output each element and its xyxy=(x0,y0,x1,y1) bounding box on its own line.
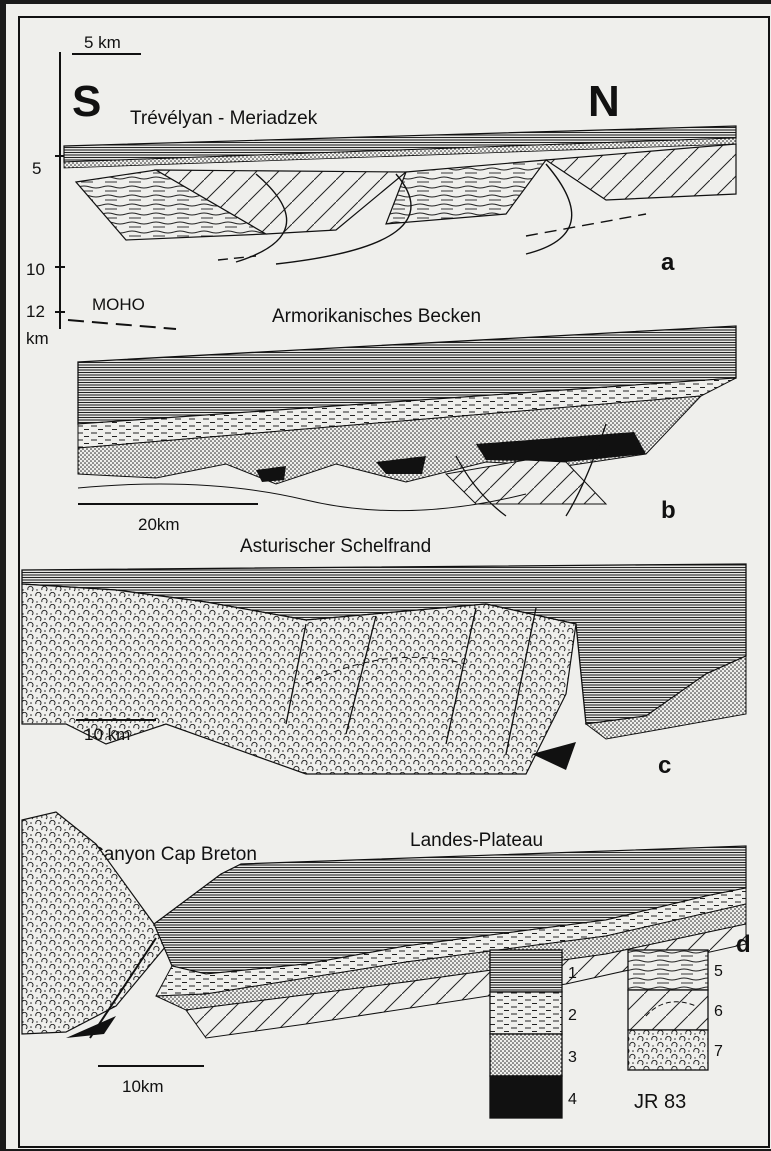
legend-key-2: 2 xyxy=(568,1007,577,1024)
legend-swatch-3 xyxy=(490,1034,562,1076)
scale-label-d: 10km xyxy=(122,1077,164,1096)
legend-swatch-6 xyxy=(628,990,708,1030)
panel-b-title: Armorikanisches Becken xyxy=(272,306,481,327)
panel-c-title: Asturischer Schelfrand xyxy=(240,536,431,557)
panel-c-letter: c xyxy=(658,752,671,779)
legend-key-5: 5 xyxy=(714,963,723,980)
legend-swatch-5 xyxy=(628,950,708,990)
legend-swatch-4 xyxy=(490,1076,562,1118)
legend-key-3: 3 xyxy=(568,1049,577,1066)
panel-d-subtitle: Canyon Cap Breton xyxy=(90,844,257,865)
depth-tick-5: 5 xyxy=(32,159,41,178)
scale-label-a: 5 km xyxy=(84,33,121,52)
panel-c: Asturischer Schelfrand 10 km c xyxy=(22,536,746,779)
legend-swatch-7 xyxy=(628,1030,708,1070)
south-label: S xyxy=(72,77,101,126)
north-label: N xyxy=(588,77,620,126)
panel-b: Armorikanisches Becken 20km b xyxy=(78,306,736,534)
panel-a-title: Trévélyan - Meriadzek xyxy=(130,108,318,129)
depth-tick-10: 10 xyxy=(26,260,45,279)
scale-label-c: 10 km xyxy=(84,725,130,744)
figure-page: 5 km 5 10 12 km S N Trévélyan - Meriadze… xyxy=(6,4,771,1149)
panel-d-title: Landes-Plateau xyxy=(410,830,543,851)
legend-key-6: 6 xyxy=(714,1003,723,1020)
credit-label: JR 83 xyxy=(634,1091,686,1113)
panel-b-letter: b xyxy=(661,497,676,524)
legend-key-1: 1 xyxy=(568,965,577,982)
depth-tick-12: 12 xyxy=(26,302,45,321)
legend-key-7: 7 xyxy=(714,1043,723,1060)
panel-a: 5 km 5 10 12 km S N Trévélyan - Meriadze… xyxy=(26,33,736,348)
scale-label-b: 20km xyxy=(138,515,180,534)
moho-label: MOHO xyxy=(92,295,145,314)
legend-key-4: 4 xyxy=(568,1091,577,1108)
legend-swatch-1 xyxy=(490,950,562,992)
geologic-cross-sections: 5 km 5 10 12 km S N Trévélyan - Meriadze… xyxy=(6,4,771,1149)
panel-a-letter: a xyxy=(661,249,675,276)
depth-unit: km xyxy=(26,329,49,348)
panel-d-letter: d xyxy=(736,931,751,958)
legend-swatch-2 xyxy=(490,992,562,1034)
